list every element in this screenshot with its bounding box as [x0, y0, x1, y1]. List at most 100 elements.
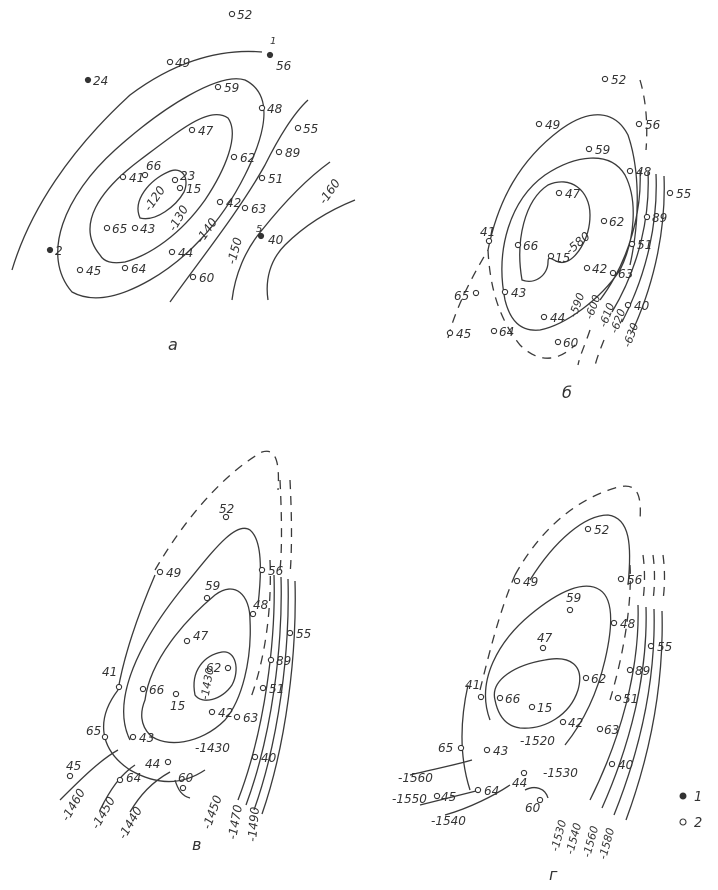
contour-line [514, 485, 641, 576]
well-number: 56 [627, 573, 643, 587]
well-number: 65 [112, 222, 127, 236]
well-number: 45 [86, 264, 101, 278]
well-number: 52 [219, 502, 234, 516]
contour-label: -1490 [245, 806, 262, 842]
well-marker [179, 784, 187, 792]
contour-line [609, 564, 631, 701]
well-number: 65 [454, 289, 469, 303]
well-marker [216, 198, 224, 206]
well-marker [66, 772, 74, 780]
well-marker [643, 213, 651, 221]
well-number: 64 [126, 771, 141, 785]
well-number: 48 [620, 617, 636, 631]
panel-c: 52 49 56 59 48 47 55 62 89 41 66 15 51 4… [58, 450, 311, 854]
well-number: 56 [645, 118, 661, 132]
well-marker [535, 120, 543, 128]
contour-label: -1430 [198, 667, 216, 701]
well-marker [166, 58, 174, 66]
contour-label: -120 [141, 183, 168, 214]
well-marker [164, 758, 172, 766]
contour-line [89, 113, 233, 264]
contour-label: -1520 [520, 734, 555, 748]
well-number: 66 [523, 239, 539, 253]
well-number: 43 [139, 731, 154, 745]
contour-label: -1540 [431, 814, 466, 828]
well-number: 47 [537, 631, 553, 645]
contour-line [174, 779, 191, 799]
contour-line [57, 78, 265, 299]
well-marker [294, 124, 302, 132]
panel-label: г [549, 865, 558, 884]
contour-line [193, 651, 237, 701]
well-number: 47 [565, 187, 581, 201]
contour-line [447, 249, 489, 339]
contour-line [519, 181, 591, 282]
well-number: 43 [511, 286, 526, 300]
contour-line [123, 527, 262, 741]
well-number: 64 [131, 262, 146, 276]
contour-label: -630 [621, 321, 642, 349]
well-marker [258, 174, 266, 182]
well-marker [208, 708, 216, 716]
contour-line [261, 580, 296, 815]
well-number: 49 [166, 566, 181, 580]
well-marker [258, 104, 266, 112]
contour-line [11, 50, 263, 271]
well-number: 56 [276, 59, 292, 73]
well-number: 60 [199, 271, 215, 285]
well-marker [76, 266, 84, 274]
contour-line [487, 114, 638, 266]
well-marker [624, 301, 632, 309]
well-marker [536, 796, 544, 804]
contour-line [485, 585, 612, 746]
well-number: 45 [456, 327, 471, 341]
well-marker [103, 224, 111, 232]
contour-line [249, 559, 271, 701]
well-number: 89 [285, 146, 300, 160]
well-marker [214, 83, 222, 91]
well-marker [286, 629, 294, 637]
contour-line [601, 606, 647, 809]
well-number: 62 [240, 151, 255, 165]
well-marker [224, 664, 232, 672]
panel-a: 52 1 56 49 24 59 48 55 47 62 89 41 66 23… [11, 8, 356, 354]
well-number: 63 [243, 711, 258, 725]
well-number: 42 [226, 196, 241, 210]
well-marker [566, 606, 574, 614]
contour-line [279, 479, 283, 571]
contour-label: -140 [193, 215, 220, 246]
well-marker [203, 594, 211, 602]
well-marker [222, 513, 230, 521]
well-marker [600, 217, 608, 225]
well-marker [540, 313, 548, 321]
contour-line [231, 161, 331, 301]
well-marker [513, 577, 521, 585]
well-number: 89 [652, 211, 667, 225]
well-marker [129, 733, 137, 741]
well-number: 59 [224, 81, 239, 95]
well-number: 48 [636, 165, 652, 179]
well-marker [233, 713, 241, 721]
well-marker [241, 204, 249, 212]
well-number: 43 [493, 744, 508, 758]
contour-label: -1450 [88, 794, 118, 832]
legend-dot-filled [679, 792, 687, 800]
well-number: 60 [563, 336, 579, 350]
well-number: 45 [66, 759, 81, 773]
contour-line [289, 479, 293, 576]
well-number: 40 [634, 299, 650, 313]
well-marker [647, 642, 655, 650]
well-marker [628, 240, 636, 248]
well-number: 66 [149, 683, 165, 697]
well-number: 62 [609, 215, 624, 229]
well-marker [609, 269, 617, 277]
well-number: 42 [592, 262, 607, 276]
well-marker [176, 184, 184, 192]
well-number: 62 [591, 672, 606, 686]
well-marker [267, 656, 275, 664]
well-number: 52 [237, 8, 252, 22]
well-number: 41 [465, 678, 480, 692]
well-number: 15 [170, 699, 185, 713]
well-marker [582, 674, 590, 682]
